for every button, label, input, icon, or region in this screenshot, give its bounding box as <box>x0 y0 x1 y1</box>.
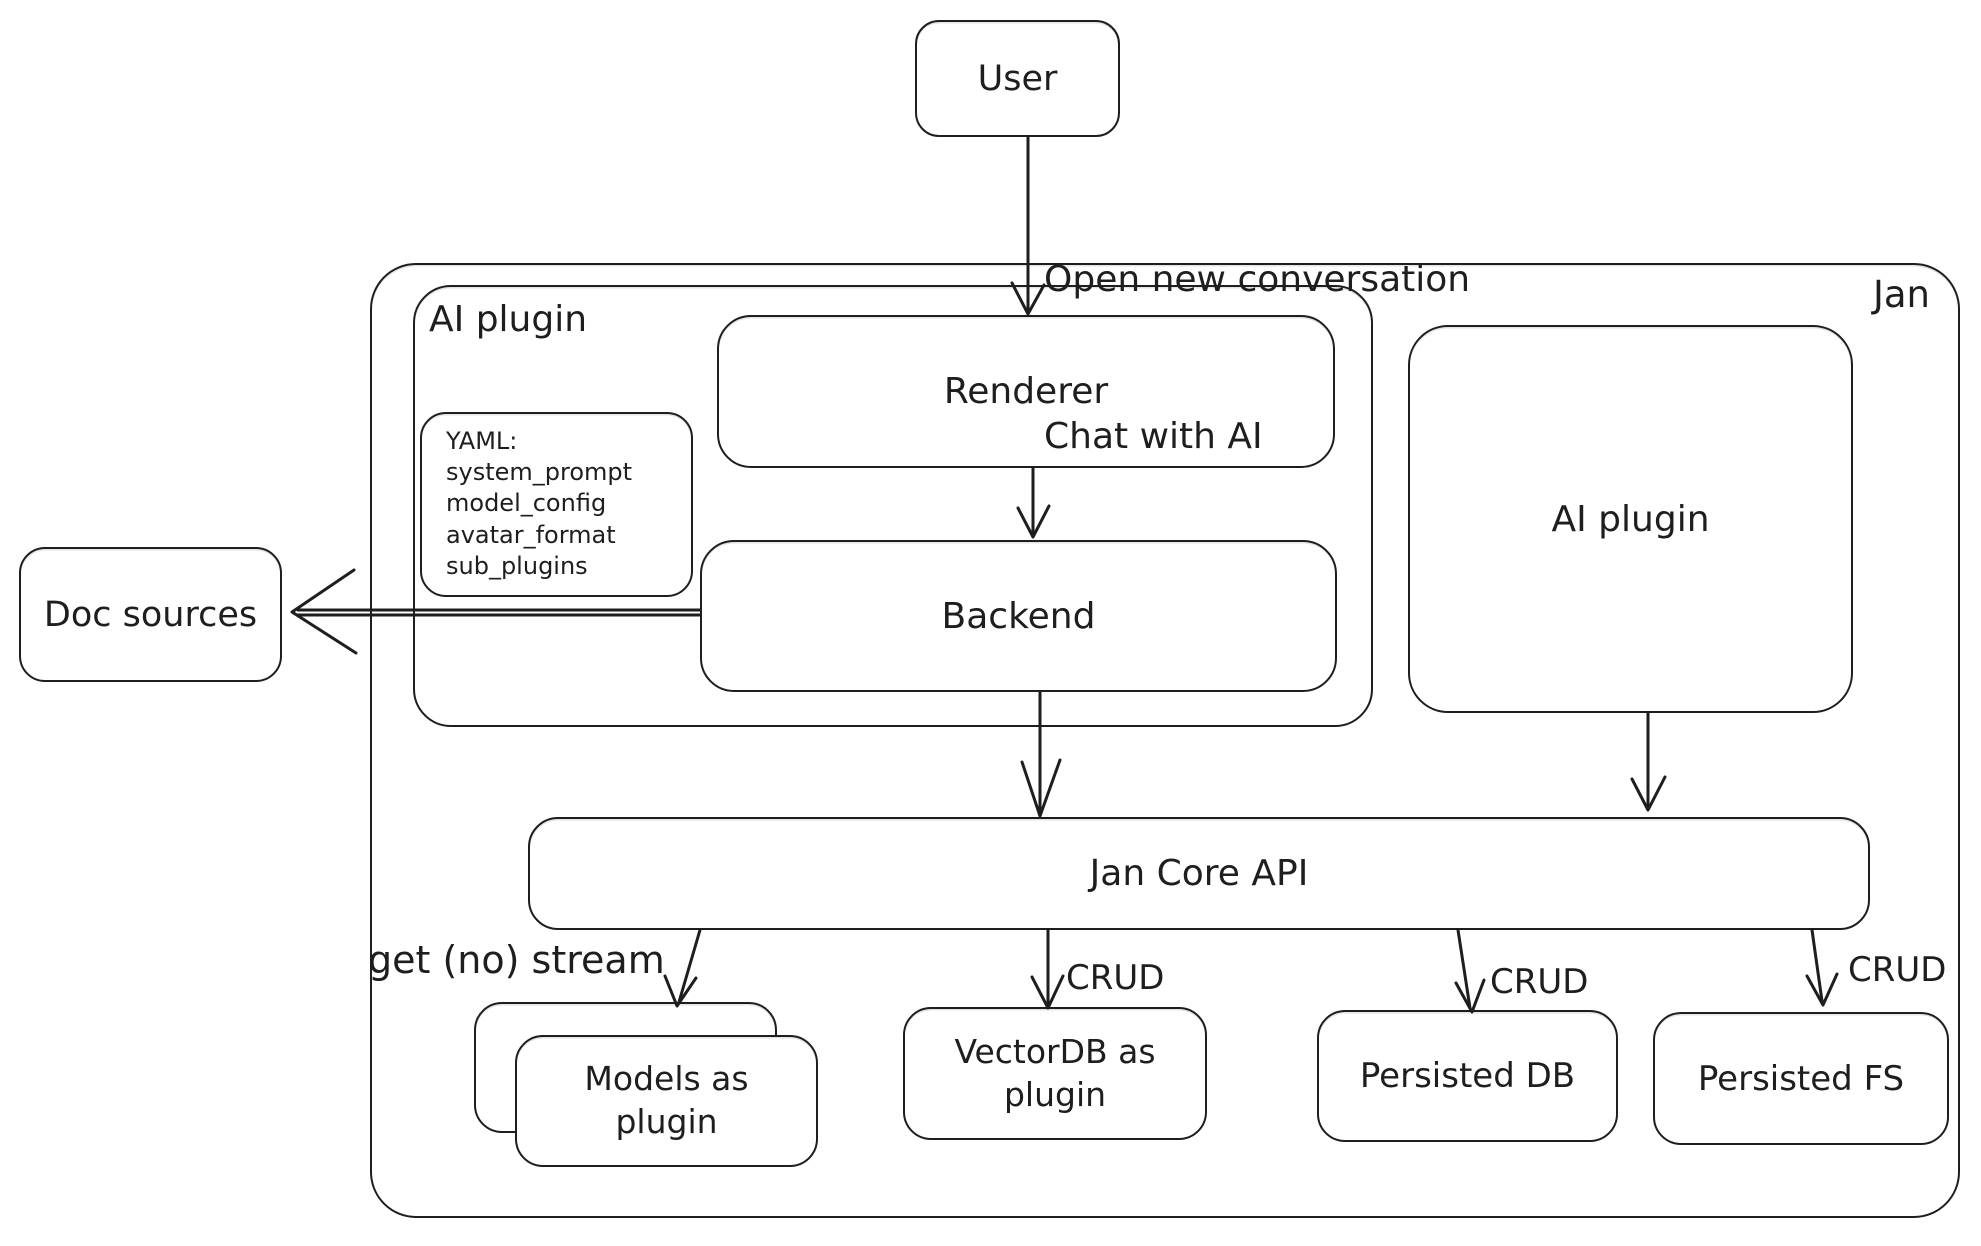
persisted-fs-label: Persisted FS <box>1697 1058 1905 1099</box>
vectordb-as-plugin-node: VectorDB as plugin <box>903 1007 1207 1140</box>
user-label: User <box>977 58 1058 99</box>
backend-node: Backend <box>700 540 1337 692</box>
yaml-note: YAML: system_prompt model_config avatar_… <box>420 412 693 597</box>
persisted-db-node: Persisted DB <box>1317 1010 1618 1142</box>
jan-core-api-node: Jan Core API <box>528 817 1870 930</box>
renderer-label: Renderer <box>943 371 1109 412</box>
models-as-plugin-label: Models as plugin <box>584 1059 749 1141</box>
yaml-note-text: YAML: system_prompt model_config avatar_… <box>422 414 632 582</box>
ai-plugin-right-label: AI plugin <box>1551 498 1710 540</box>
persisted-db-label: Persisted DB <box>1359 1056 1576 1096</box>
yaml-line: avatar_format <box>446 520 616 549</box>
yaml-line: sub_plugins <box>446 551 588 580</box>
yaml-line: model_config <box>446 489 607 518</box>
vectordb-as-plugin-label: VectorDB as plugin <box>954 1031 1156 1114</box>
persisted-fs-node: Persisted FS <box>1653 1012 1949 1145</box>
yaml-line: YAML: <box>446 427 518 455</box>
ai-plugin-container-label: AI plugin <box>429 299 588 340</box>
doc-sources-label: Doc sources <box>43 594 258 635</box>
jan-group-label: Jan <box>1872 273 1930 316</box>
user-node: User <box>915 20 1120 137</box>
jan-core-api-label: Jan Core API <box>1089 853 1309 894</box>
renderer-node: Renderer <box>717 315 1335 468</box>
ai-plugin-right-node: AI plugin <box>1408 325 1853 713</box>
yaml-line: system_prompt <box>446 458 633 487</box>
models-as-plugin-node: Models as plugin <box>515 1035 818 1167</box>
backend-label: Backend <box>941 595 1096 637</box>
doc-sources-node: Doc sources <box>19 547 282 682</box>
